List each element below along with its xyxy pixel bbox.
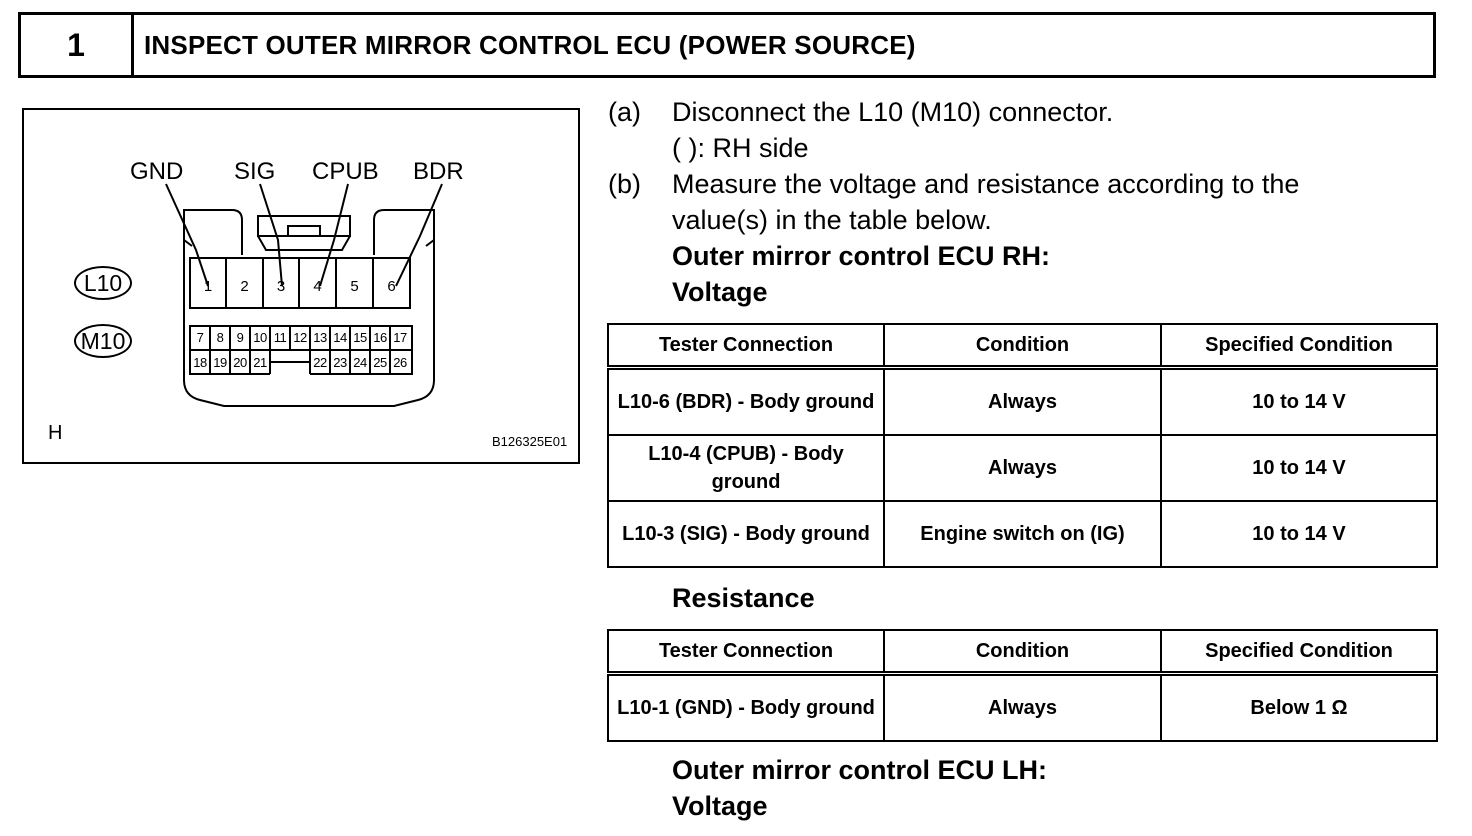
table-cell: Engine switch on (IG) bbox=[883, 500, 1162, 568]
sig-leader bbox=[259, 183, 283, 287]
column-header: Specified Condition bbox=[1160, 629, 1438, 676]
sig-label: SIG bbox=[234, 158, 276, 185]
step-a: (a) Disconnect the L10 (M10) connector. bbox=[608, 94, 1392, 130]
pin-label: 19 bbox=[213, 355, 227, 370]
pin-label: 20 bbox=[233, 355, 247, 370]
pin-label: 22 bbox=[313, 355, 327, 370]
gnd-label: GND bbox=[130, 158, 184, 185]
pin-label: 4 bbox=[313, 278, 322, 295]
bottom-row1 bbox=[189, 325, 413, 351]
pin-label: 9 bbox=[236, 330, 244, 345]
step-a-note: ( ): RH side bbox=[672, 133, 809, 163]
table-row: L10-3 (SIG) - Body ground Engine switch … bbox=[607, 500, 1438, 568]
rh-heading: Outer mirror control ECU RH: bbox=[672, 241, 1051, 271]
table-row: L10-1 (GND) - Body ground Always Below 1… bbox=[607, 672, 1438, 742]
step-b-text: Measure the voltage and resistance accor… bbox=[672, 169, 1300, 235]
pin-label: 1 bbox=[203, 278, 213, 295]
pin-label: 25 bbox=[373, 355, 387, 370]
right-latch bbox=[373, 209, 435, 255]
bdr-leader bbox=[395, 183, 443, 287]
pin-label: 26 bbox=[393, 355, 407, 370]
l10-connector-tag: L10 bbox=[74, 266, 132, 300]
pin-label: 7 bbox=[196, 330, 204, 345]
resistance-table: Tester Connection Condition Specified Co… bbox=[607, 629, 1438, 742]
column-header: Specified Condition bbox=[1160, 323, 1438, 370]
step-number: 1 bbox=[21, 15, 134, 75]
table-cell: 10 to 14 V bbox=[1160, 366, 1438, 436]
column-header: Tester Connection bbox=[607, 629, 885, 676]
column-header: Tester Connection bbox=[607, 323, 885, 370]
table-cell: Always bbox=[883, 366, 1162, 436]
view-letter: H bbox=[48, 422, 63, 444]
pin-label: 2 bbox=[240, 278, 249, 295]
pin-label: 8 bbox=[216, 330, 224, 345]
pin-label: 10 bbox=[253, 330, 267, 345]
table-cell: 10 to 14 V bbox=[1160, 434, 1438, 502]
pin-label: 6 bbox=[387, 278, 396, 295]
pin-label: 3 bbox=[276, 278, 286, 295]
procedure-steps: (a) Disconnect the L10 (M10) connector. … bbox=[608, 94, 1392, 310]
pin-label: 11 bbox=[273, 330, 287, 345]
lh-heading: Outer mirror control ECU LH: bbox=[672, 755, 1048, 785]
lock-tab-inner bbox=[287, 225, 321, 237]
bottom-row2-right-numbers: 22 23 24 25 26 bbox=[310, 355, 410, 370]
voltage-table: Tester Connection Condition Specified Co… bbox=[607, 323, 1438, 568]
table-row: L10-4 (CPUB) - Body ground Always 10 to … bbox=[607, 434, 1438, 502]
step-a-label: (a) bbox=[608, 97, 641, 127]
pin-label: 23 bbox=[333, 355, 347, 370]
pin-label: 5 bbox=[350, 278, 359, 295]
pin-label: 12 bbox=[293, 330, 307, 345]
table-cell: Below 1 Ω bbox=[1160, 672, 1438, 742]
pin-label: 18 bbox=[193, 355, 207, 370]
table-cell: Always bbox=[883, 672, 1162, 742]
table-cell: L10-3 (SIG) - Body ground bbox=[607, 500, 885, 568]
resistance-heading: Resistance bbox=[672, 583, 815, 613]
table-cell: L10-4 (CPUB) - Body ground bbox=[607, 434, 885, 502]
step-b-label: (b) bbox=[608, 169, 641, 199]
voltage-heading: Voltage bbox=[672, 277, 768, 307]
pin-label: 21 bbox=[253, 355, 267, 370]
cpub-leader bbox=[319, 183, 349, 287]
table-cell: L10-1 (GND) - Body ground bbox=[607, 672, 885, 742]
table-row: L10-6 (BDR) - Body ground Always 10 to 1… bbox=[607, 366, 1438, 436]
pin-label: 24 bbox=[353, 355, 367, 370]
pin-label: 13 bbox=[313, 330, 327, 345]
table-header-row: Tester Connection Condition Specified Co… bbox=[607, 323, 1438, 370]
bottom-row1-numbers: 7 8 9 10 11 12 13 14 15 16 17 bbox=[190, 330, 410, 345]
bottom-row2-left-numbers: 18 19 20 21 bbox=[190, 355, 270, 370]
connector-diagram: GND SIG CPUB BDR L10 M10 1 2 3 4 5 6 7 8… bbox=[22, 108, 580, 464]
pin-label: 16 bbox=[373, 330, 387, 345]
table-header-row: Tester Connection Condition Specified Co… bbox=[607, 629, 1438, 676]
table-cell: L10-6 (BDR) - Body ground bbox=[607, 366, 885, 436]
section-title: INSPECT OUTER MIRROR CONTROL ECU (POWER … bbox=[144, 29, 916, 60]
connector-drawing bbox=[165, 183, 443, 407]
table-cell: Always bbox=[883, 434, 1162, 502]
top-pin-numbers: 1 2 3 4 5 6 bbox=[190, 278, 410, 295]
pin-label: 14 bbox=[333, 330, 347, 345]
column-header: Condition bbox=[883, 629, 1162, 676]
figure-code: B126325E01 bbox=[492, 434, 568, 449]
lh-voltage-heading: Voltage bbox=[672, 791, 768, 821]
cpub-label: CPUB bbox=[312, 158, 379, 185]
pin-label: 15 bbox=[353, 330, 367, 345]
m10-connector-tag: M10 bbox=[74, 324, 132, 358]
step-b: (b) Measure the voltage and resistance a… bbox=[608, 166, 1392, 238]
pin-label: 17 bbox=[393, 330, 407, 345]
bdr-label: BDR bbox=[413, 158, 464, 185]
left-latch bbox=[183, 209, 243, 255]
lock-tab-base bbox=[257, 235, 351, 251]
gnd-leader bbox=[165, 183, 209, 287]
column-header: Condition bbox=[883, 323, 1162, 370]
connector-body bbox=[183, 240, 435, 407]
step-a-text: Disconnect the L10 (M10) connector. bbox=[672, 97, 1114, 127]
table-cell: 10 to 14 V bbox=[1160, 500, 1438, 568]
section-header: 1 INSPECT OUTER MIRROR CONTROL ECU (POWE… bbox=[18, 12, 1436, 78]
